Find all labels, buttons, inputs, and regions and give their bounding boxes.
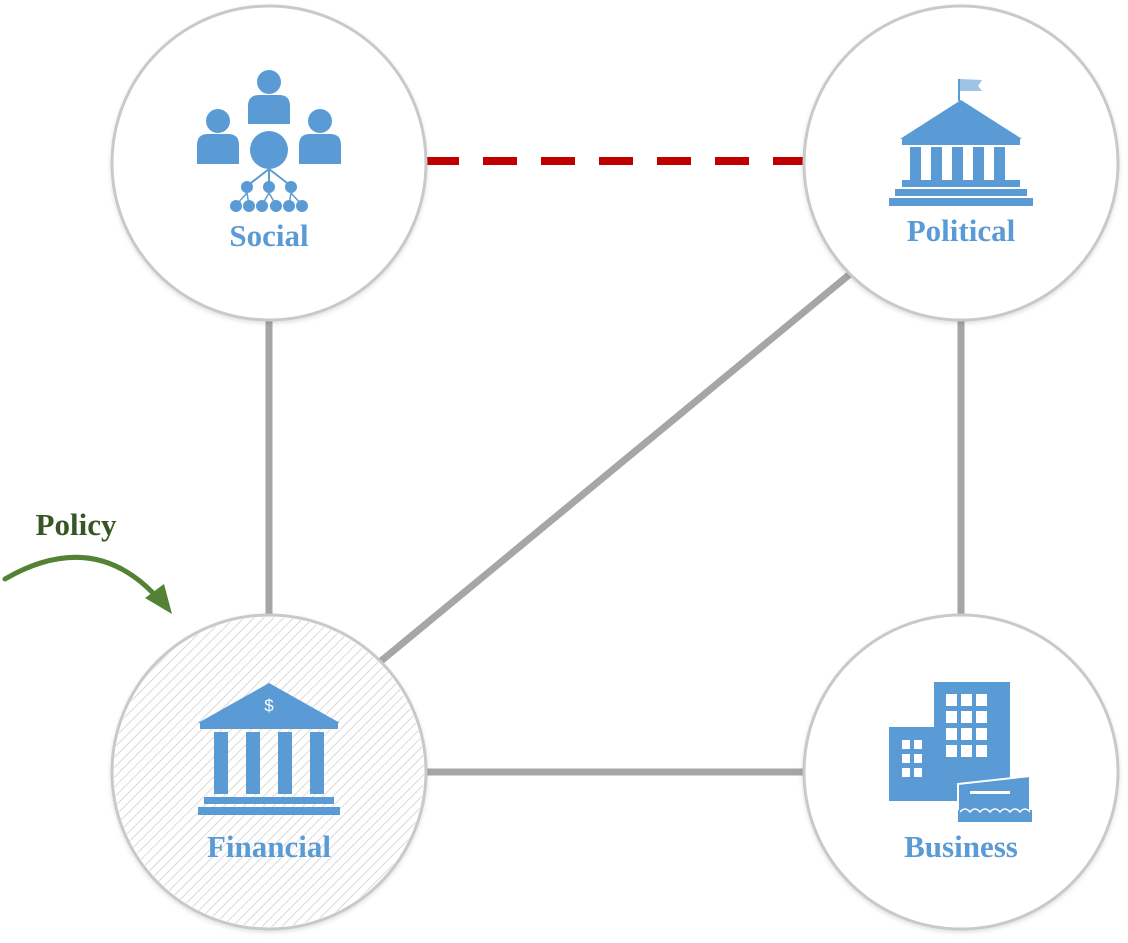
link-political-financial (377, 270, 854, 665)
financial-label: Financial (207, 829, 331, 864)
government-building-icon (889, 79, 1033, 206)
business-node: Business (802, 613, 1120, 931)
social-label: Social (229, 218, 309, 253)
policy-label: Policy (36, 507, 117, 542)
financial-node: $ Financial (110, 613, 428, 931)
political-node: Political (802, 4, 1120, 322)
business-label: Business (904, 829, 1018, 864)
policy-arrow-head-icon (145, 584, 172, 614)
financial-node-hatch (114, 617, 424, 927)
policy-arrow (2, 554, 172, 614)
social-node: Social (110, 4, 428, 322)
dollar-sign-icon: $ (264, 696, 274, 715)
policy-arrow-curve (2, 554, 155, 595)
office-buildings-icon (889, 682, 1032, 822)
political-label: Political (907, 213, 1016, 248)
bank-icon (198, 683, 340, 815)
people-hierarchy-icon (197, 70, 341, 212)
